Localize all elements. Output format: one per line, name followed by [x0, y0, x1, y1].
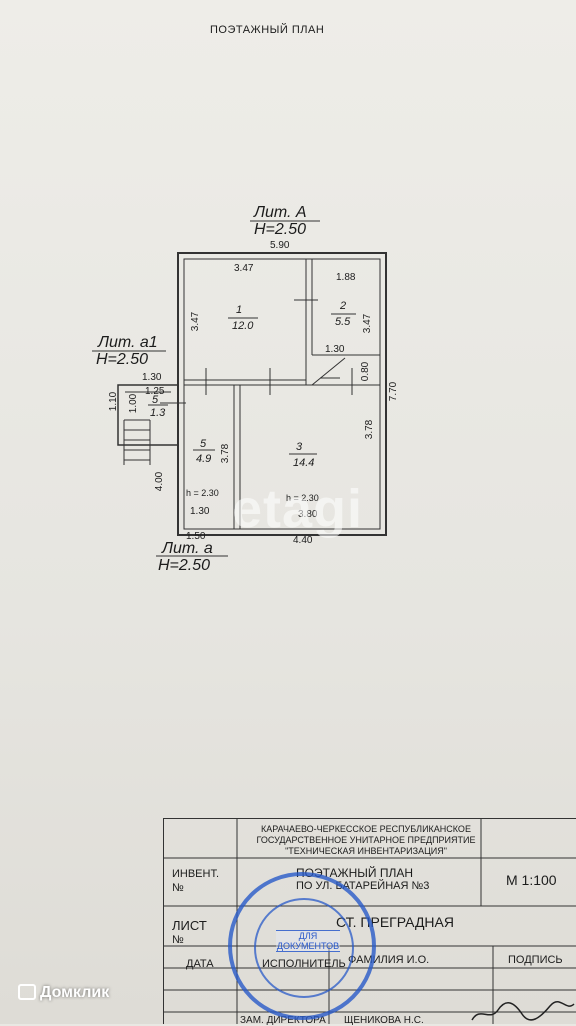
- org-name: КАРАЧАЕВО-ЧЕРКЕССКОЕ РЕСПУБЛИКАНСКОЕ ГОС…: [246, 824, 486, 857]
- dim-annex-side: 1.00: [128, 394, 139, 413]
- signature-mark: [470, 996, 576, 1024]
- domklik-logo: Домклик: [18, 984, 109, 1002]
- dim-room1-height: 3.47: [190, 312, 201, 331]
- dim-top-total: 5.90: [270, 240, 289, 251]
- lit-a-small-label: Лит. а: [162, 540, 213, 558]
- etagi-watermark: etagi: [232, 478, 363, 540]
- room5-ceiling: h = 2.30: [186, 488, 219, 498]
- invent-no-label: №: [172, 882, 184, 894]
- official-seal: ДЛЯ ДОКУМЕНТОВ: [228, 872, 376, 1020]
- lit-a-height: Н=2.50: [254, 221, 306, 239]
- invent-label: ИНВЕНТ.: [172, 868, 219, 880]
- room5-number: 5: [200, 438, 206, 450]
- scale: М 1:100: [506, 872, 557, 888]
- lit-a-small-height: Н=2.50: [158, 557, 210, 575]
- house-icon: [18, 984, 36, 1000]
- dim-room1-width: 3.47: [234, 263, 253, 274]
- dim-bottom-left: 1.50: [186, 531, 205, 542]
- dim-room3-height: 3.78: [364, 420, 375, 439]
- sheet-label: ЛИСТ: [172, 918, 207, 933]
- room2-number: 2: [340, 300, 346, 312]
- dim-annex-outer: 1.10: [108, 392, 119, 411]
- room5-area: 4.9: [196, 453, 211, 465]
- dim-room2-lower: 1.30: [325, 344, 344, 355]
- dim-right-total: 7.70: [388, 382, 399, 401]
- room-annex-number: 5: [152, 394, 158, 406]
- room1-number: 1: [236, 304, 242, 316]
- sheet-no-label: №: [172, 934, 184, 946]
- lit-a1-label: Лит. а1: [98, 334, 158, 352]
- dim-room2-width: 1.88: [336, 272, 355, 283]
- room2-area: 5.5: [335, 316, 350, 328]
- brand-text: Домклик: [40, 984, 109, 1001]
- dim-room5-width: 1.30: [190, 506, 209, 517]
- seal-label: ДЛЯ ДОКУМЕНТОВ: [276, 930, 340, 952]
- lit-a1-height: Н=2.50: [96, 351, 148, 369]
- room3-number: 3: [296, 441, 302, 453]
- dim-room2-height: 3.47: [362, 314, 373, 333]
- dim-annex-width: 1.30: [142, 372, 161, 383]
- room-annex-area: 1.3: [150, 407, 165, 419]
- room3-area: 14.4: [293, 457, 314, 469]
- dim-room2-side: 0.80: [360, 362, 371, 381]
- room1-area: 12.0: [232, 320, 253, 332]
- date-label: ДАТА: [186, 958, 214, 970]
- dim-left-lower: 4.00: [154, 472, 165, 491]
- dim-room5-height: 3.78: [220, 444, 231, 463]
- signature-label: ПОДПИСЬ: [508, 954, 563, 966]
- lit-a-label: Лит. А: [254, 204, 307, 222]
- director-name: ЩЕНИКОВА Н.С.: [344, 1015, 424, 1026]
